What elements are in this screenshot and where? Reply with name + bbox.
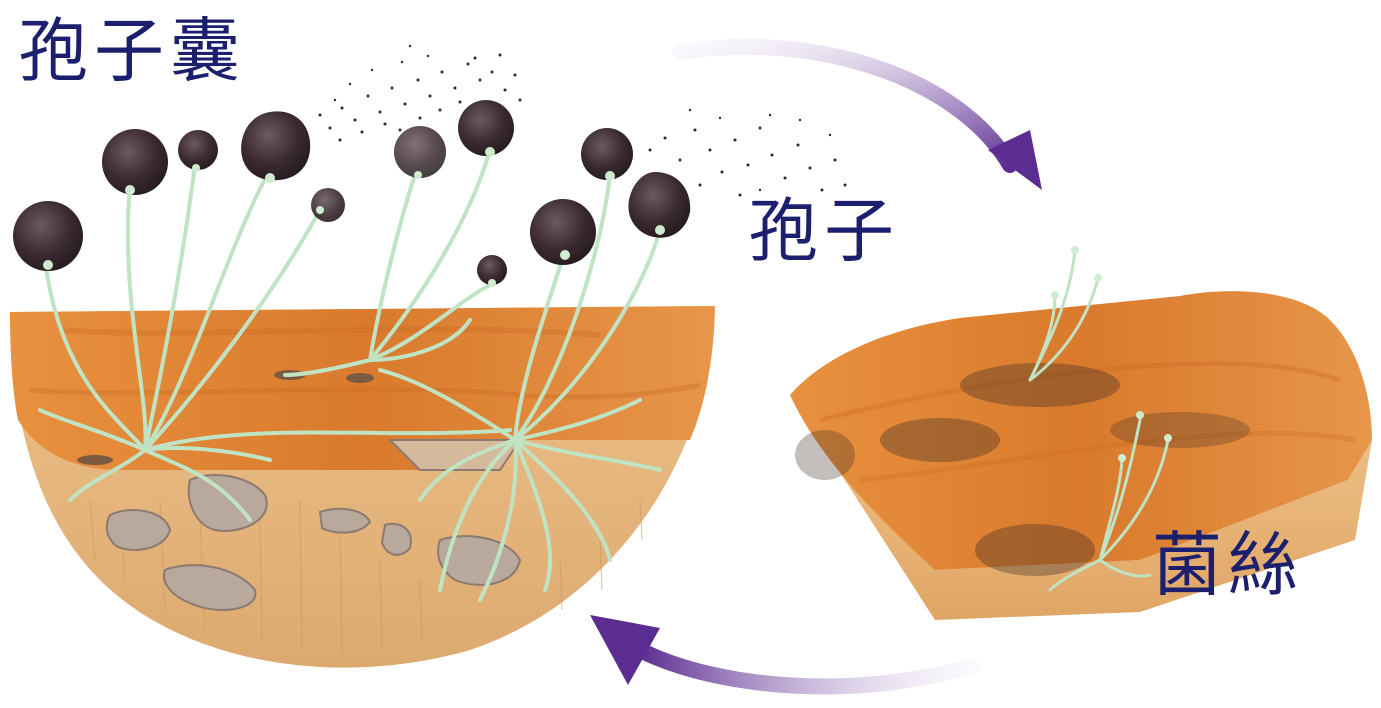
label-hyphae: 菌絲 (1152, 530, 1304, 600)
sporangium (311, 188, 345, 222)
cycle-arrow-top (680, 47, 1042, 190)
sporangium (394, 126, 446, 178)
sporangium (458, 100, 514, 156)
sporangium (241, 111, 310, 180)
label-spores: 孢子 (748, 196, 900, 266)
sporangium (102, 129, 168, 195)
label-sporangium: 孢子囊 (18, 16, 246, 86)
sporangia-group (13, 100, 690, 287)
sporangium (178, 130, 218, 170)
cycle-arrow-bottom (590, 615, 975, 686)
